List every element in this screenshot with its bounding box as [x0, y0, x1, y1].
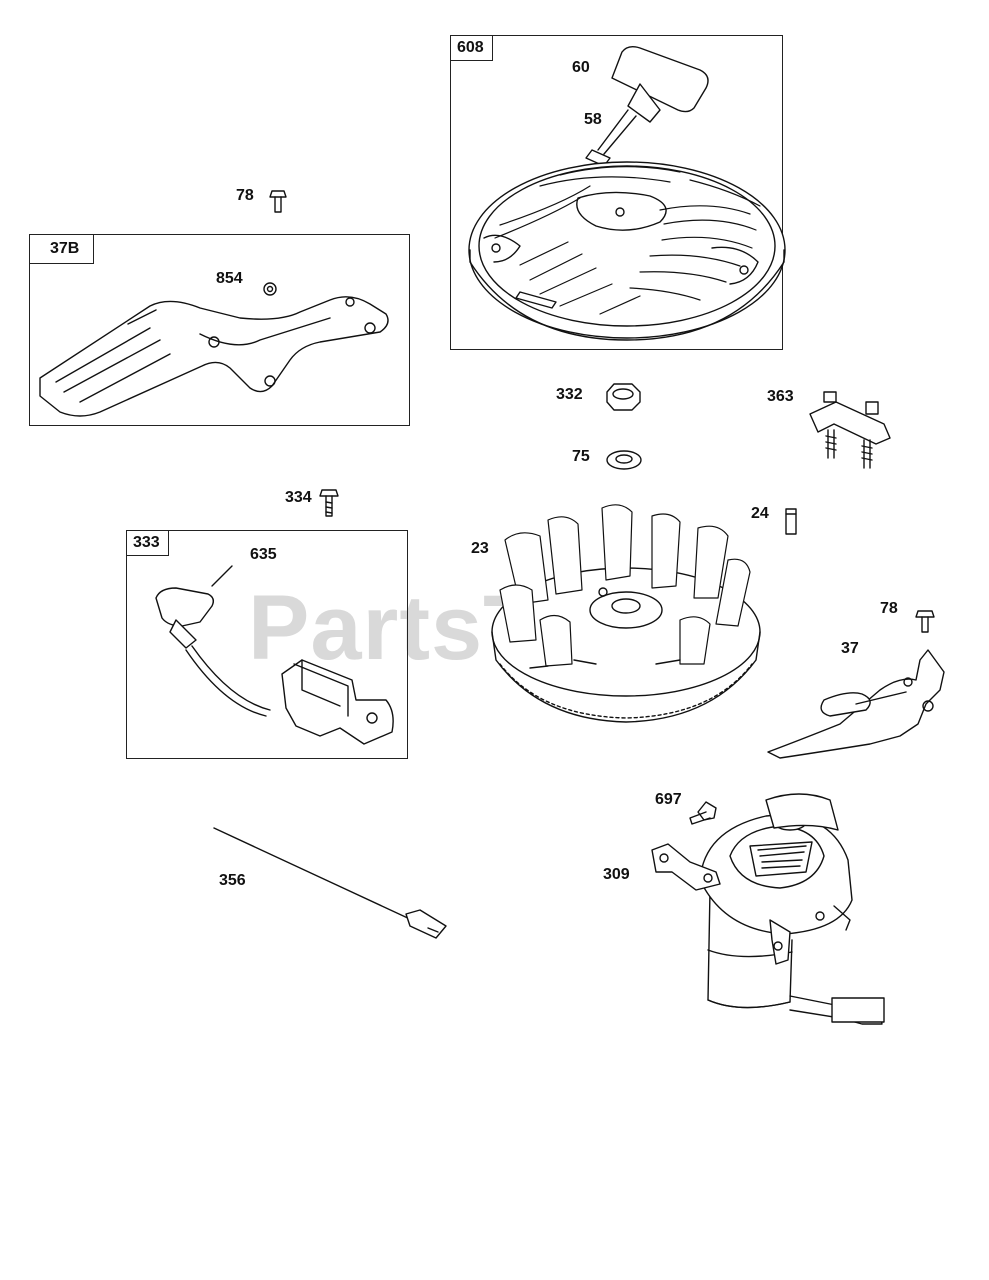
screw-334	[319, 489, 339, 517]
callout-854: 854	[216, 270, 243, 287]
bolt-697	[689, 801, 717, 825]
callout-24: 24	[751, 505, 769, 522]
callout-356: 356	[219, 872, 246, 889]
box-blower-housing: 37B	[29, 234, 410, 426]
callout-334: 334	[285, 489, 312, 506]
box-tag-333: 333	[127, 531, 169, 556]
callout-332: 332	[556, 386, 583, 403]
box-tag-608: 608	[451, 36, 493, 61]
starter-handle	[585, 45, 709, 167]
box-ignition: 333	[126, 530, 408, 759]
callout-60: 60	[572, 59, 590, 76]
callout-75: 75	[572, 448, 590, 465]
screw-78-right	[915, 610, 935, 633]
callout-78-top: 78	[236, 187, 254, 204]
ignition-coil-333	[155, 565, 394, 745]
flywheel-23	[491, 504, 761, 723]
callout-363: 363	[767, 388, 794, 405]
bracket-363	[809, 391, 891, 469]
key-24	[785, 508, 797, 535]
starter-motor-309	[651, 793, 885, 1025]
screw-78-top	[269, 190, 287, 213]
callout-37: 37	[841, 640, 859, 657]
callout-697: 697	[655, 791, 682, 808]
box-tag-37b: 37B	[30, 235, 95, 264]
blower-housing-plate	[39, 282, 389, 417]
callout-58: 58	[584, 111, 602, 128]
washer-75	[606, 450, 642, 470]
box-recoil-starter: 608	[450, 35, 783, 350]
starter-housing	[468, 161, 786, 341]
air-vane-37	[767, 649, 945, 759]
nut-332	[606, 383, 641, 411]
callout-78-right: 78	[880, 600, 898, 617]
callout-23: 23	[471, 540, 489, 557]
callout-635: 635	[250, 546, 277, 563]
ground-wire-356	[213, 827, 447, 939]
callout-309: 309	[603, 866, 630, 883]
